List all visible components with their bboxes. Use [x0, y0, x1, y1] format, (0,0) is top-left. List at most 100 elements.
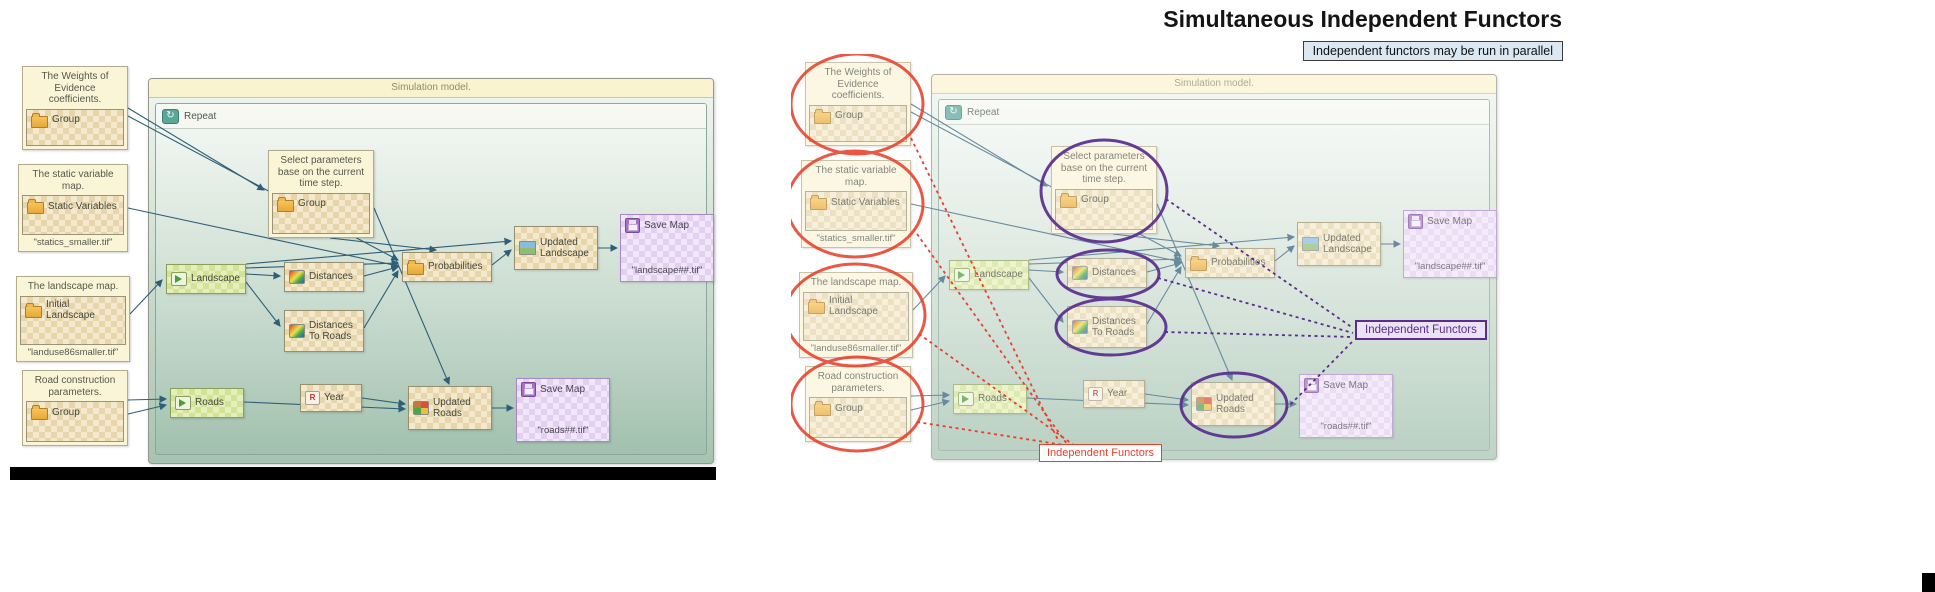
updated-roads-functor[interactable]: Updated Roads — [408, 386, 492, 430]
static-variables-functor[interactable]: Static Variables — [22, 195, 124, 235]
note-weights-of-evidence[interactable]: The Weights of Evidence coefficients. Gr… — [22, 66, 128, 150]
year-functor[interactable]: Year — [1083, 380, 1145, 408]
save-map-landscape-functor[interactable]: Save Map "landscape##.tif" — [1403, 210, 1497, 278]
note-weights-of-evidence[interactable]: The Weights of Evidence coefficients. Gr… — [805, 62, 911, 146]
folder-map-icon — [407, 260, 424, 275]
distances-to-roads-functor[interactable]: Distances To Roads — [1067, 306, 1147, 348]
landscape-functor[interactable]: Landscape — [949, 260, 1029, 290]
note-caption: The static variable map. — [32, 169, 114, 192]
node-label: Probabilities — [1211, 257, 1266, 269]
functor-label: Static Variables — [48, 200, 117, 212]
roads-functor[interactable]: Roads — [953, 384, 1027, 414]
gradient-map-icon — [1072, 266, 1088, 280]
muxer-functor-icon — [958, 392, 974, 406]
probabilities-functor[interactable]: Probabilities — [402, 252, 492, 282]
note-caption: Road construction parameters. — [34, 375, 116, 398]
group-folder-icon — [31, 405, 48, 420]
save-disk-icon — [1304, 378, 1319, 393]
note-caption: The Weights of Evidence coefficients. — [41, 71, 109, 105]
note-static-variable-map[interactable]: The static variable map. Static Variable… — [18, 164, 128, 252]
initial-landscape-functor[interactable]: Initial Landscape — [803, 291, 909, 341]
note-caption: The Weights of Evidence coefficients. — [824, 67, 892, 101]
roads-functor[interactable]: Roads — [170, 388, 244, 418]
note-select-parameters[interactable]: Select parameters base on the current ti… — [1051, 146, 1157, 234]
slide-title: Simultaneous Independent Functors — [1163, 6, 1562, 32]
note-select-parameters[interactable]: Select parameters base on the current ti… — [268, 150, 374, 238]
group-functor[interactable]: Group — [809, 397, 907, 438]
simulation-model-title: Simulation model. — [149, 79, 713, 98]
note-road-construction[interactable]: Road construction parameters. Group — [22, 370, 128, 446]
probabilities-functor[interactable]: Probabilities — [1185, 248, 1275, 278]
repeat-header: Repeat — [939, 100, 1489, 125]
group-folder-icon — [814, 108, 831, 124]
independent-functors-red-label: Independent Functors — [1039, 444, 1163, 462]
note-landscape-map[interactable]: The landscape map. Initial Landscape "la… — [799, 272, 913, 358]
file-name: "statics_smaller.tif" — [33, 237, 113, 248]
note-caption: The static variable map. — [815, 165, 897, 188]
save-map-roads-functor[interactable]: Save Map "roads##.tif" — [1299, 374, 1393, 438]
note-static-variable-map[interactable]: The static variable map. Static Variable… — [801, 160, 911, 248]
bottom-black-bar — [10, 467, 716, 480]
file-name: "roads##.tif" — [537, 425, 589, 436]
independent-functors-purple-label: Independent Functors — [1355, 320, 1487, 340]
file-name: "landuse86smaller.tif" — [27, 347, 119, 358]
corner-black-mark — [1922, 573, 1935, 592]
functor-label: Group — [298, 198, 326, 209]
group-functor[interactable]: Group — [809, 104, 907, 142]
node-label: Distances — [309, 271, 353, 283]
folder-map-icon — [808, 298, 825, 314]
updated-roads-functor[interactable]: Updated Roads — [1191, 382, 1275, 426]
functor-label: Group — [835, 110, 863, 121]
updated-landscape-functor[interactable]: Updated Landscape — [1297, 222, 1381, 266]
node-label: Updated Landscape — [1323, 232, 1372, 255]
save-disk-icon — [625, 218, 640, 233]
updated-landscape-functor[interactable]: Updated Landscape — [514, 226, 598, 270]
distances-functor[interactable]: Distances — [284, 262, 364, 292]
file-name: "statics_smaller.tif" — [816, 233, 896, 244]
roads-map-icon — [1196, 397, 1212, 411]
save-disk-icon — [521, 382, 536, 397]
group-functor[interactable]: Group — [1055, 188, 1153, 230]
node-label: Roads — [195, 397, 224, 409]
year-step-icon — [1088, 387, 1103, 401]
node-label: Landscape — [191, 273, 240, 285]
node-label: Year — [324, 392, 345, 404]
node-label: Save Map — [540, 384, 586, 395]
note-road-construction[interactable]: Road construction parameters. Group — [805, 366, 911, 442]
group-functor[interactable]: Group — [272, 192, 370, 234]
save-map-roads-functor[interactable]: Save Map "roads##.tif" — [516, 378, 610, 442]
distances-to-roads-functor[interactable]: Distances To Roads — [284, 310, 364, 352]
group-functor[interactable]: Group — [26, 108, 124, 146]
node-label: Landscape — [974, 269, 1023, 281]
initial-landscape-functor[interactable]: Initial Landscape — [20, 295, 126, 345]
node-label: Save Map — [1323, 380, 1369, 391]
node-label: Distances — [1092, 267, 1136, 279]
diagram-panel-left: Simulation model. Repeat — [8, 58, 724, 470]
landscape-functor[interactable]: Landscape — [166, 264, 246, 294]
functor-label: Initial Landscape — [829, 294, 878, 317]
static-variables-functor[interactable]: Static Variables — [805, 191, 907, 231]
node-label: Save Map — [1427, 216, 1473, 227]
note-caption: The landscape map. — [810, 277, 902, 288]
year-functor[interactable]: Year — [300, 384, 362, 412]
gradient-map-icon — [289, 270, 305, 284]
muxer-functor-icon — [171, 272, 187, 286]
folder-map-icon — [25, 302, 42, 318]
save-map-landscape-functor[interactable]: Save Map "landscape##.tif" — [620, 214, 714, 282]
diagram-right: Simulation model. Repeat — [791, 54, 1507, 466]
group-functor[interactable]: Group — [26, 401, 124, 442]
node-label: Updated Roads — [433, 396, 471, 419]
functor-label: Group — [52, 114, 80, 125]
distances-functor[interactable]: Distances — [1067, 258, 1147, 288]
group-folder-icon — [1060, 192, 1077, 208]
year-step-icon — [305, 391, 320, 405]
folder-map-icon — [27, 199, 44, 214]
note-landscape-map[interactable]: The landscape map. Initial Landscape "la… — [16, 276, 130, 362]
functor-label: Group — [835, 402, 863, 414]
group-folder-icon — [814, 401, 831, 416]
gradient-map-icon — [1072, 320, 1088, 334]
folder-map-icon — [810, 195, 827, 210]
node-label: Save Map — [644, 220, 690, 231]
note-caption: Select parameters base on the current ti… — [1060, 151, 1148, 185]
